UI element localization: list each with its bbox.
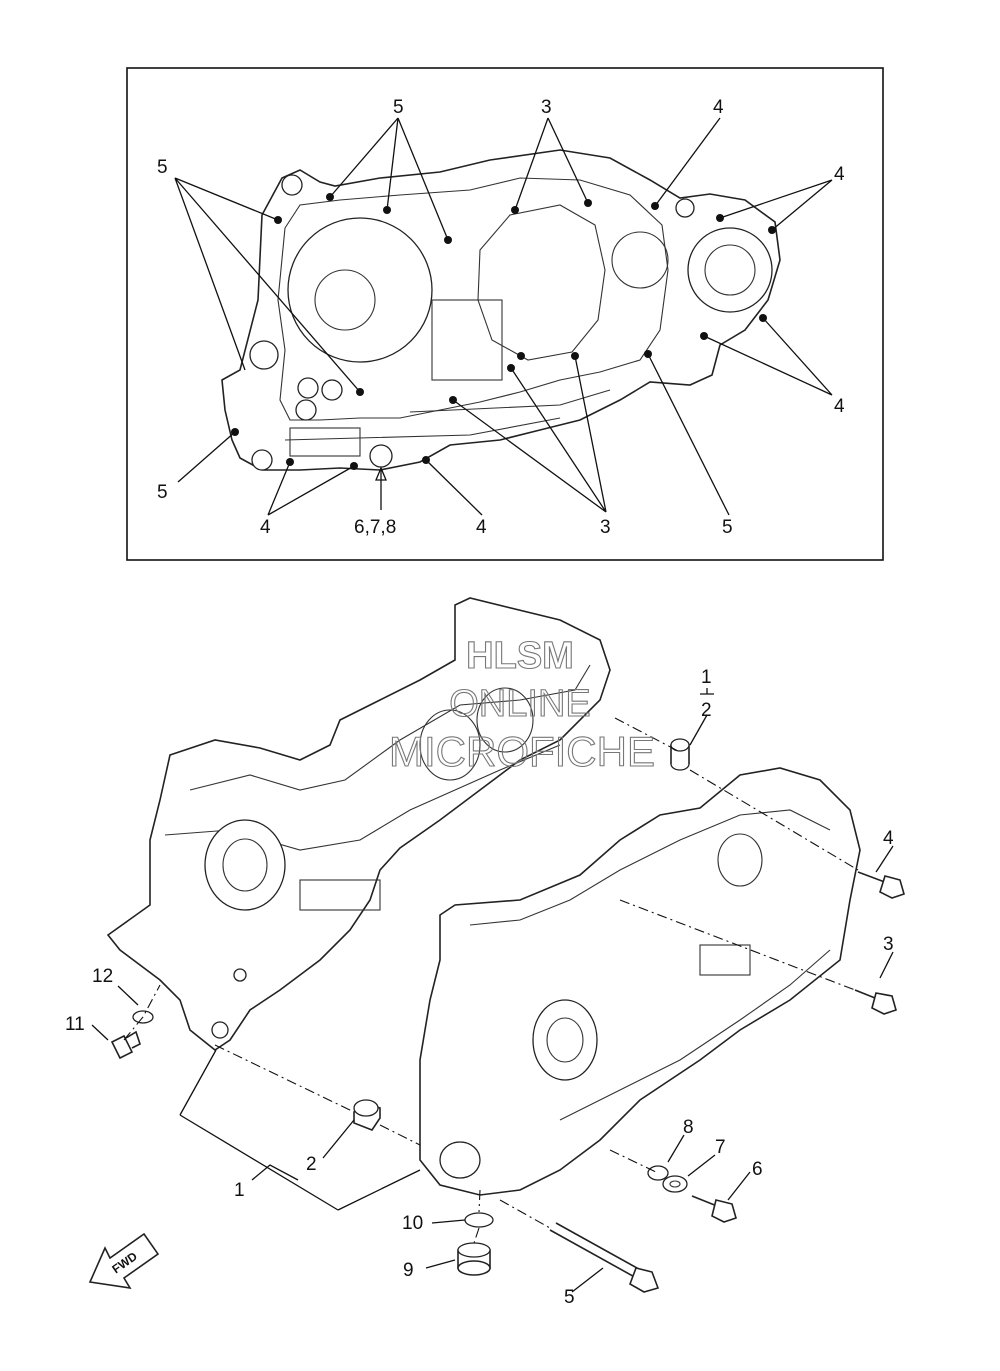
- right-crankcase-bearing: [532, 999, 598, 1081]
- inset-crank-bore-inner: [314, 269, 376, 331]
- callout-label: 2: [701, 700, 712, 721]
- left-crankcase-half: [106, 597, 611, 1051]
- inset-view: 5 3 4 5 4 4 5 4 6,7,8 4 3 5: [126, 67, 884, 561]
- o-ring-10: [464, 1212, 494, 1228]
- inset-leader-lines: [174, 117, 833, 516]
- bolt-6: [691, 1195, 737, 1223]
- dowel-pin-lower: [353, 1099, 381, 1131]
- callout-label: 5: [722, 517, 733, 538]
- right-crankcase-drain: [439, 1141, 481, 1179]
- callout-label: 5: [157, 157, 168, 178]
- callout-label: 11: [65, 1014, 85, 1035]
- callout-label: 1: [701, 667, 712, 688]
- inset-bearing-right-inner: [704, 244, 756, 296]
- inset-passage-2: [431, 299, 503, 381]
- fwd-arrow: FWD: [88, 1232, 160, 1290]
- drain-bolt-11: [110, 1030, 141, 1060]
- inset-bearing-right: [687, 227, 773, 313]
- left-crankcase-rib: [299, 879, 381, 911]
- left-crankcase-bore: [419, 709, 481, 781]
- watermark: HLSM ONLINE MICROFICHE: [388, 634, 655, 775]
- inset-callouts: 5 3 4 5 4 4 5 4 6,7,8 4 3 5: [157, 97, 845, 538]
- inset-boss-4: [321, 379, 343, 401]
- inset-rail-2: [284, 417, 561, 441]
- dowel-pin-upper: [670, 738, 690, 771]
- watermark-line: MICROFICHE: [389, 728, 655, 775]
- inset-bearing-mid: [611, 231, 669, 289]
- callout-label: 3: [541, 97, 552, 118]
- callout-label: 6: [752, 1159, 763, 1180]
- right-crankcase-bore: [717, 833, 763, 887]
- inset-boss-1: [281, 174, 303, 196]
- callout-label: 4: [834, 396, 845, 417]
- left-crankcase-boss: [233, 968, 247, 982]
- inset-passage: [289, 427, 361, 457]
- callout-label: 4: [834, 164, 845, 185]
- left-crankcase-flange: [189, 664, 591, 791]
- callout-label: 8: [683, 1117, 694, 1138]
- callout-label: 2: [306, 1154, 317, 1175]
- inset-rail: [409, 389, 611, 413]
- fwd-arrow-icon: [88, 1232, 160, 1290]
- left-crankcase-bearing: [204, 819, 286, 911]
- callout-label: 5: [157, 482, 168, 503]
- inset-crank-bore: [287, 217, 433, 363]
- inset-crankcase-inner: [277, 177, 669, 421]
- callout-label: 1: [234, 1180, 245, 1201]
- left-crankcase-boss: [211, 1021, 229, 1039]
- left-crankcase-bearing-inner: [222, 838, 268, 892]
- bolt-hole: [517, 352, 525, 360]
- left-crankcase-bore-2: [476, 687, 534, 753]
- callout-label: 4: [476, 517, 487, 538]
- callout-label: 9: [403, 1260, 414, 1281]
- right-crankcase-flange: [469, 809, 831, 926]
- exploded-callouts: 1 2 4 3 12 11 8 7 6 2 1 10 9 5: [65, 667, 894, 1308]
- bolt-4: [857, 871, 905, 899]
- right-crankcase-bearing-inner: [546, 1017, 584, 1063]
- right-crankcase-half: [419, 767, 861, 1196]
- exploded-leader-lines: [91, 688, 894, 1293]
- inset-boss-6: [251, 449, 273, 471]
- inset-boss-2: [249, 340, 279, 370]
- watermark-line: ONLINE: [449, 683, 590, 725]
- inset-cylinder-bore: [477, 204, 606, 361]
- callout-label: 7: [715, 1137, 726, 1158]
- callout-label: 5: [393, 97, 404, 118]
- inset-boss-5: [295, 399, 317, 421]
- callout-label: 3: [600, 517, 611, 538]
- right-crankcase-rib: [699, 944, 751, 976]
- callout-label: 4: [883, 828, 894, 849]
- callout-label: 5: [564, 1287, 575, 1308]
- o-ring-8: [647, 1165, 669, 1181]
- inset-boss-7: [675, 198, 695, 218]
- alignment-lines: [123, 717, 859, 1244]
- inset-drain-plug: [369, 444, 393, 468]
- inset-boss-3: [297, 377, 319, 399]
- callout-label: 12: [92, 966, 113, 987]
- callout-label: 6,7,8: [354, 517, 396, 538]
- callout-label: 4: [260, 517, 271, 538]
- callout-label: 10: [402, 1213, 423, 1234]
- watermark-line: HLSM: [466, 635, 574, 677]
- exploded-view: 1 2 4 3 12 11 8 7 6 2 1 10 9 5 FWD: [65, 597, 905, 1308]
- plug-9: [457, 1242, 491, 1276]
- bolt-5: [549, 1222, 660, 1293]
- washer-7: [662, 1175, 688, 1193]
- right-crankcase-flange-2: [559, 949, 831, 1121]
- callout-label: 4: [713, 97, 724, 118]
- callout-label: 3: [883, 934, 894, 955]
- bolt-3: [854, 989, 897, 1015]
